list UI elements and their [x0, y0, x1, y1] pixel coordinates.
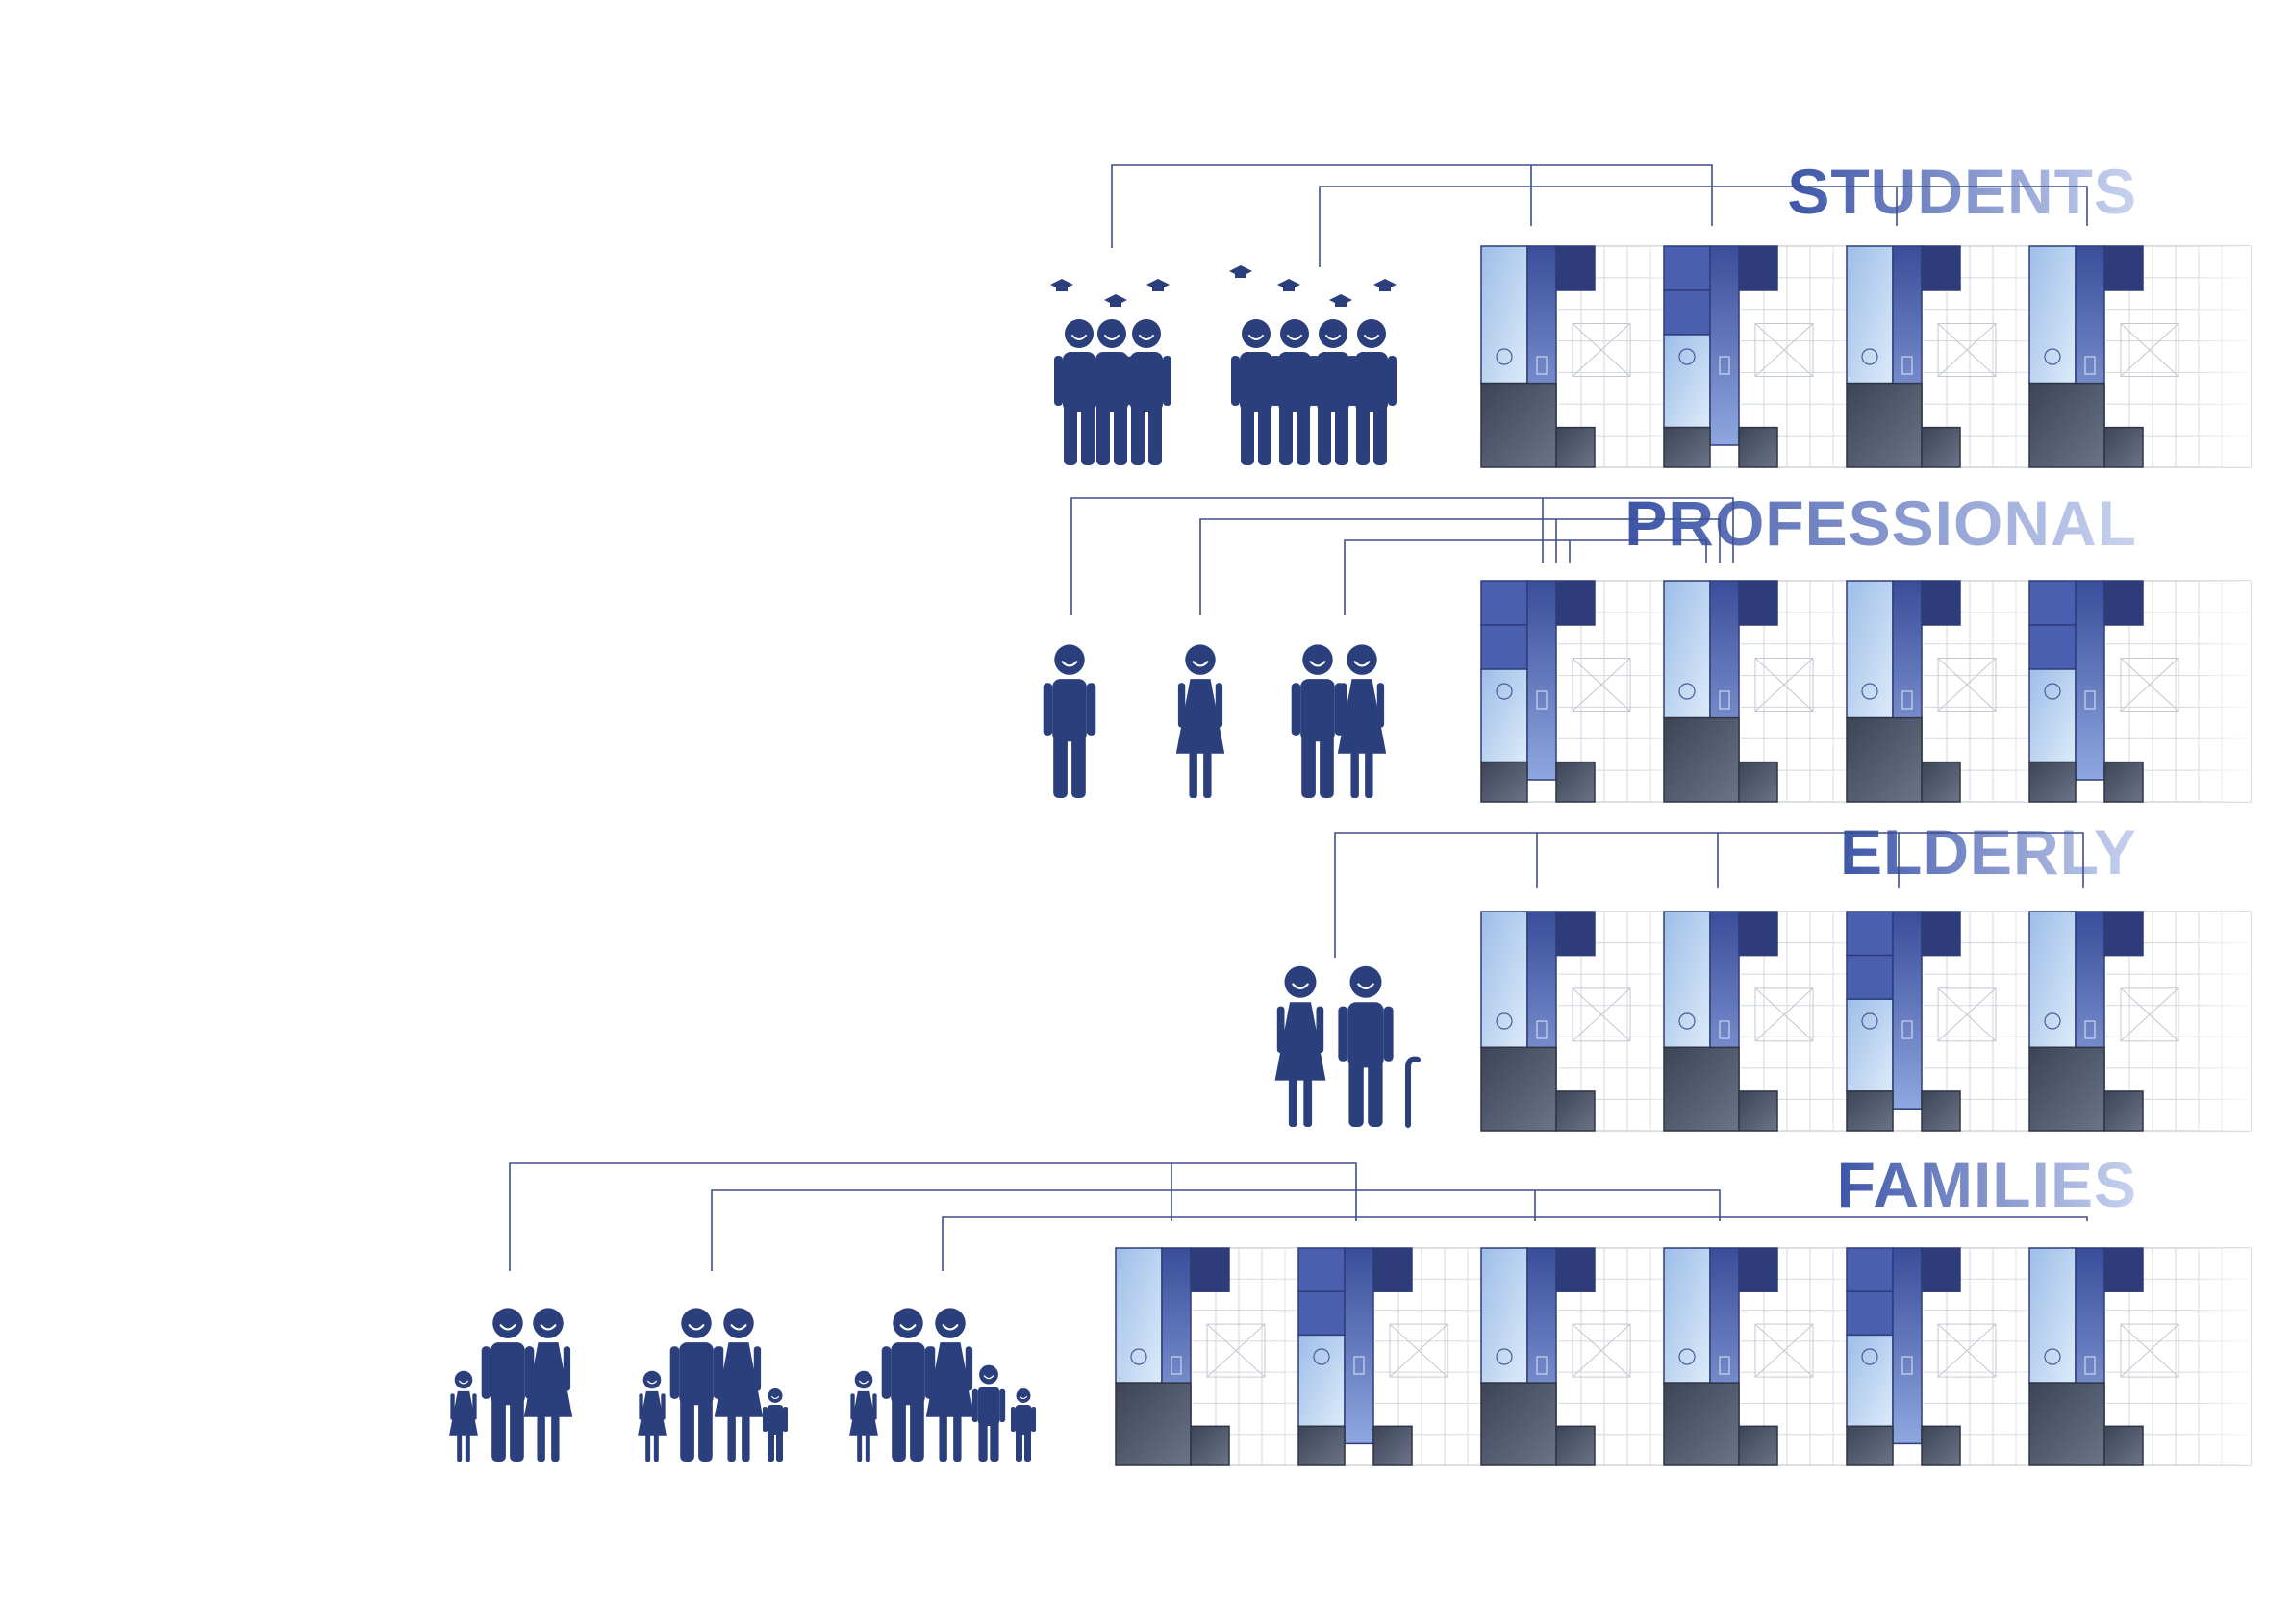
- connector-professional-1: [1070, 497, 1734, 615]
- graduate-group-icon-4: [1229, 265, 1397, 465]
- floor-plan-students-4: [2028, 245, 2252, 468]
- family-medium-icon: [638, 1308, 788, 1462]
- woman-icon: [1175, 644, 1225, 798]
- connector-families-3: [942, 1216, 2088, 1271]
- floor-plans: [1115, 245, 2252, 1466]
- floor-plan-elderly-4: [2028, 911, 2252, 1132]
- category-label-elderly: ELDERLY: [1840, 816, 2137, 887]
- connector-professional-2: [1199, 518, 1721, 615]
- family-large-icon: [849, 1308, 1036, 1462]
- graduate-group-icon-3: [1050, 279, 1171, 465]
- occupant-icons: [449, 265, 1421, 1462]
- man-icon: [1043, 644, 1096, 798]
- category-label-students: STUDENTS: [1787, 156, 2137, 227]
- connector-families-1: [509, 1162, 1357, 1271]
- category-label-families: FAMILIES: [1837, 1149, 2137, 1220]
- floor-plan-professional-4: [2028, 580, 2252, 803]
- connector-families-2: [711, 1189, 1721, 1271]
- category-label-professional: PROFESSIONAL: [1624, 487, 2137, 559]
- couple-icon: [1291, 644, 1387, 798]
- family-small-icon: [449, 1308, 573, 1462]
- connector-professional-3: [1344, 539, 1707, 615]
- floor-plan-families-6: [2028, 1247, 2252, 1466]
- connector-elderly: [1334, 832, 2084, 958]
- connector-students-2: [1319, 186, 2088, 267]
- connector-lines: [509, 164, 2088, 1271]
- connector-students-1: [1111, 164, 1713, 248]
- elderly-couple-icon: [1274, 965, 1421, 1128]
